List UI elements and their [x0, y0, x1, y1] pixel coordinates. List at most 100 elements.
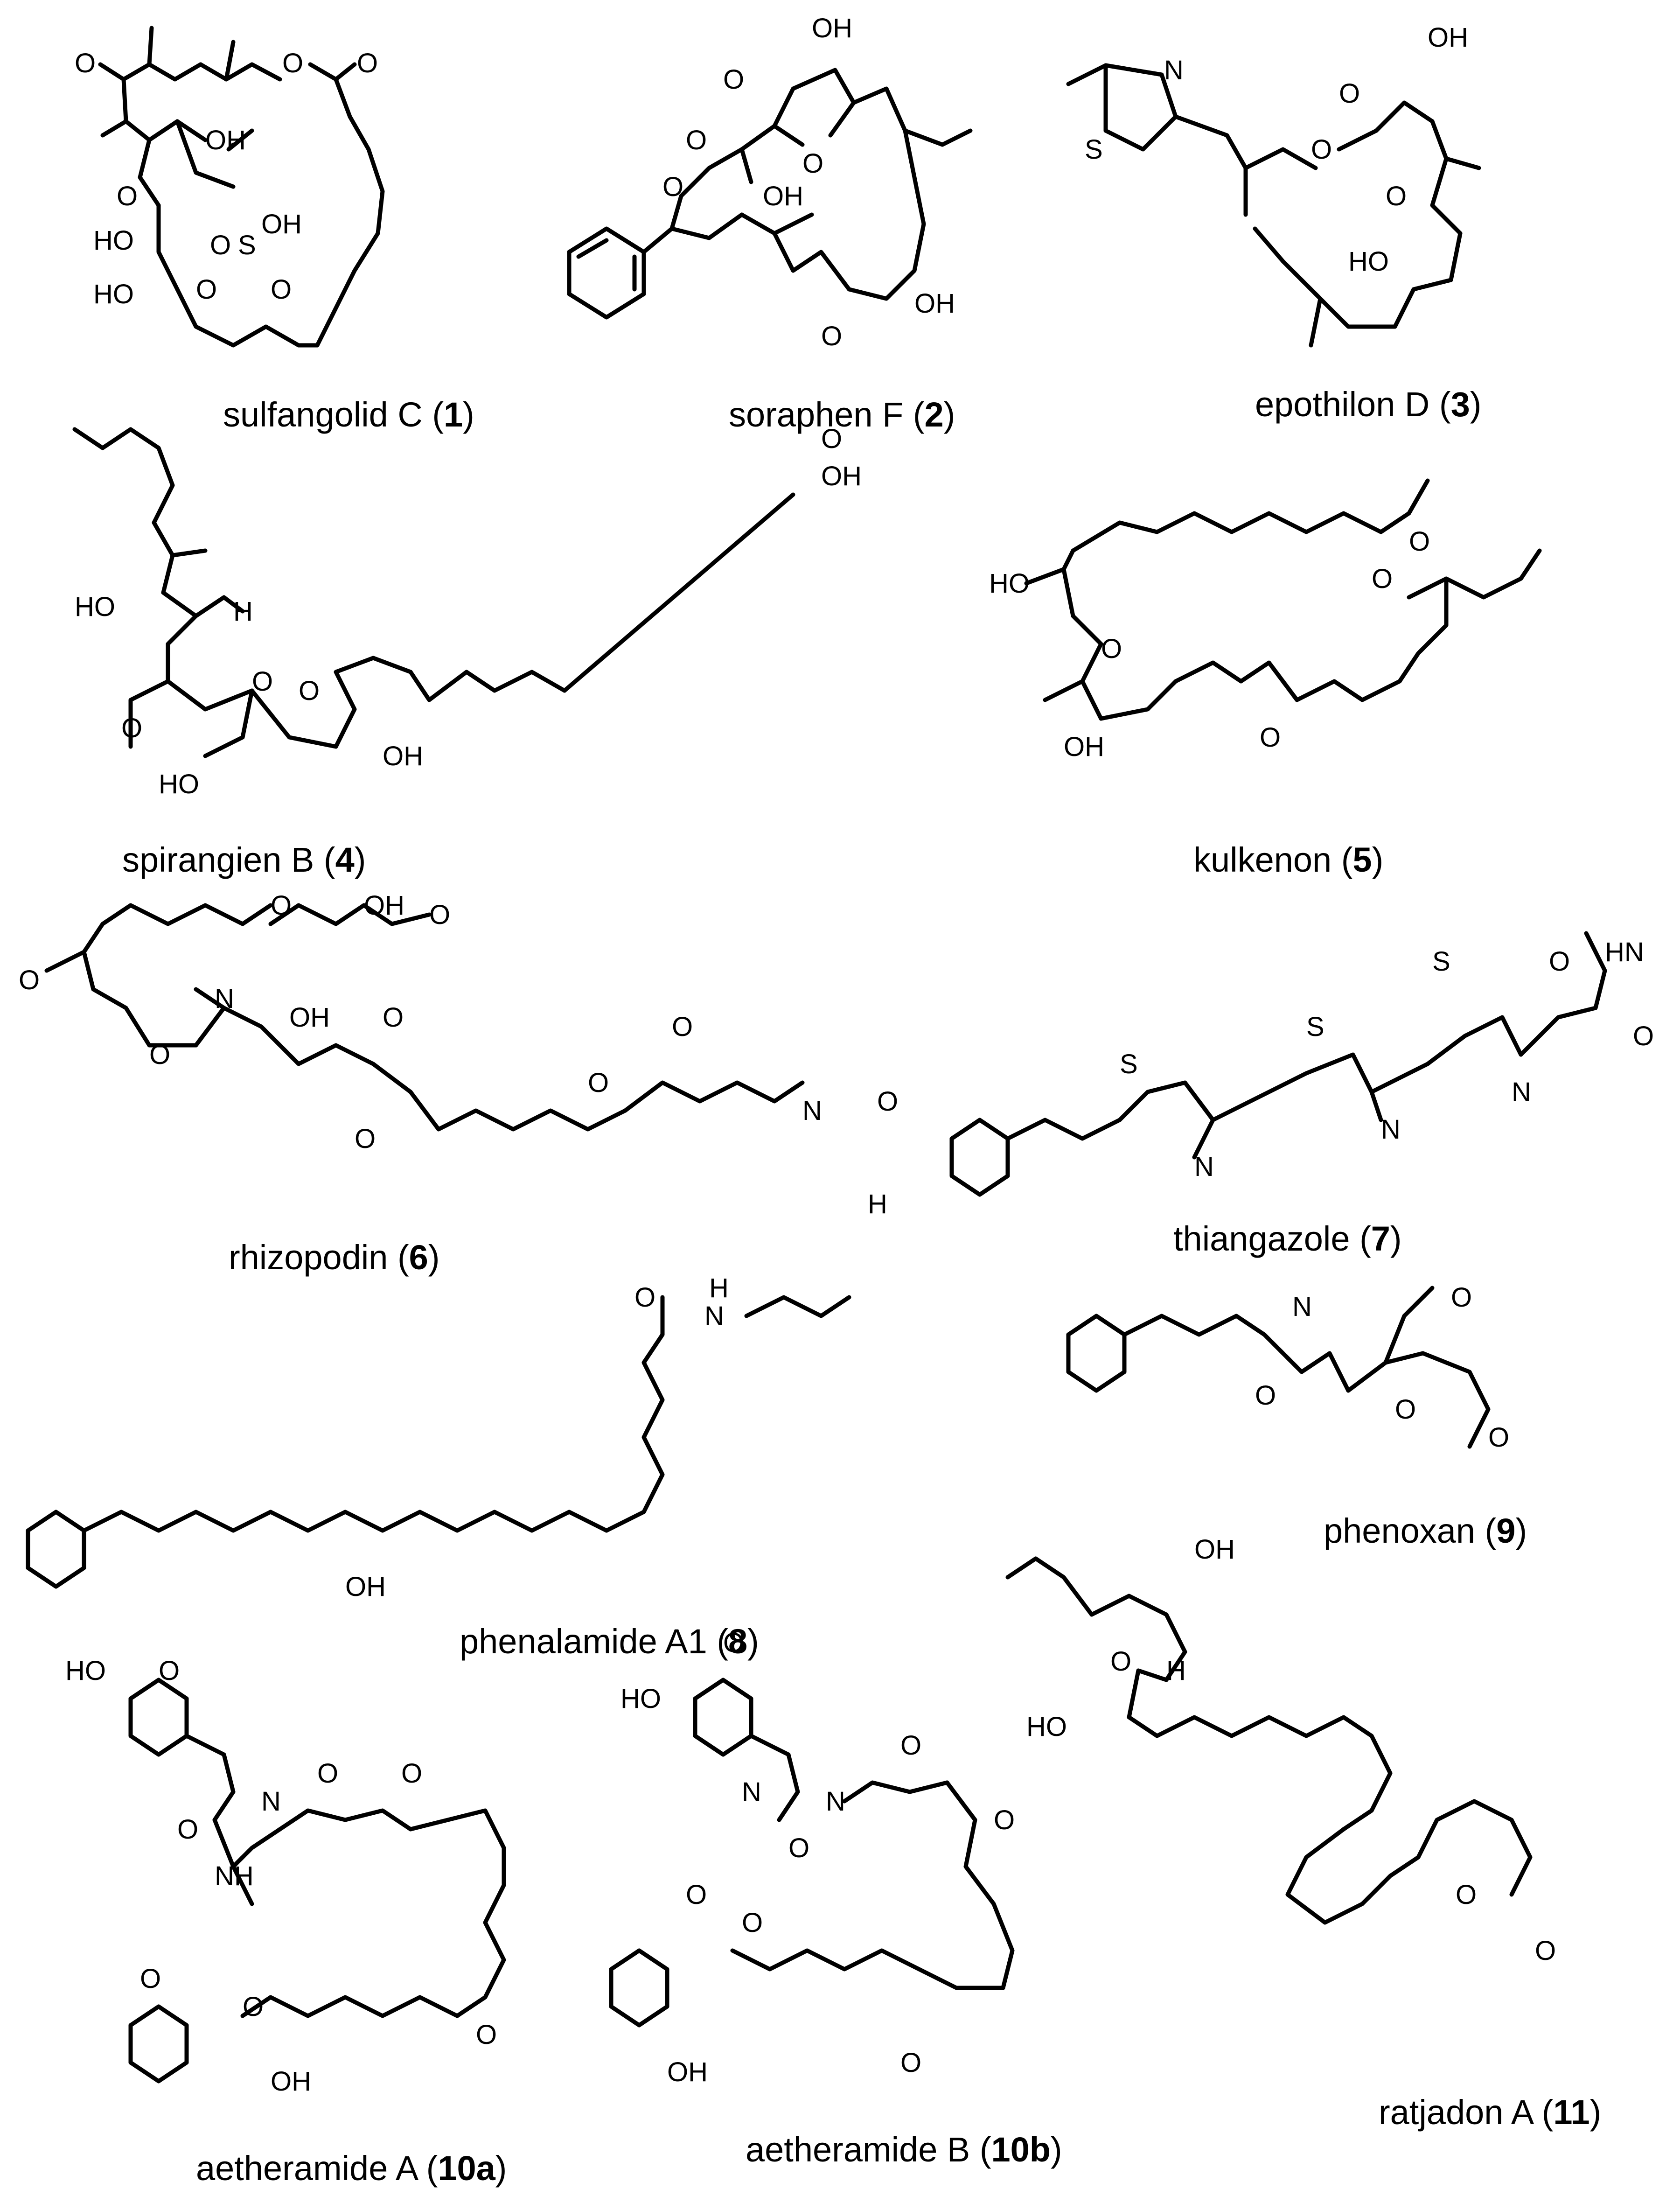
caption-aetheramide-b: aetheramide B (10b) [746, 2130, 1062, 2169]
svg-text:O: O [1311, 134, 1332, 165]
svg-text:S: S [1085, 134, 1103, 165]
svg-text:O: O [588, 1068, 609, 1098]
svg-text:O: O [210, 230, 231, 260]
svg-text:O: O [19, 965, 40, 995]
svg-text:O: O [75, 48, 96, 78]
svg-text:N: N [1194, 1152, 1214, 1182]
caption-ratjadon-a: ratjadon A (11) [1379, 2093, 1602, 2132]
svg-text:O: O [1633, 1021, 1654, 1051]
structure-rhizopodin: O O OH O N O OH O O O O N O H [19, 890, 898, 1219]
svg-text:O: O [243, 1992, 264, 2022]
svg-text:O: O [1386, 181, 1407, 211]
svg-text:O: O [401, 1758, 422, 1789]
caption-kulkenon: kulkenon (5) [1193, 840, 1384, 879]
svg-text:O: O [686, 1880, 707, 1910]
svg-text:O: O [121, 713, 142, 743]
svg-text:O: O [1260, 722, 1281, 753]
structure-soraphen-f: O O OH O O OH OH O [567, 13, 973, 351]
svg-text:O: O [634, 1282, 655, 1313]
svg-text:O: O [1549, 946, 1570, 977]
structure-sulfangolid-c: O O O OH O HO HO O S OH O O [75, 26, 385, 348]
svg-text:O: O [1110, 1646, 1131, 1677]
svg-text:N: N [1292, 1292, 1312, 1322]
svg-text:H: H [868, 1189, 887, 1219]
structure-ratjadon-a: OH O H HO O O [1005, 1534, 1556, 1966]
svg-text:OH: OH [261, 209, 302, 239]
svg-text:O: O [788, 1833, 809, 1863]
svg-text:OH: OH [812, 13, 852, 43]
structure-thiangazole: S N S N S N O HN O [949, 931, 1654, 1197]
svg-text:OH: OH [914, 288, 955, 319]
caption-soraphen-f: soraphen F (2) [729, 395, 955, 434]
svg-text:O: O [994, 1805, 1015, 1835]
svg-text:O: O [821, 424, 842, 454]
svg-text:O: O [252, 666, 273, 697]
svg-text:OH: OH [1428, 22, 1468, 53]
svg-text:O: O [1339, 78, 1360, 109]
svg-text:N: N [802, 1096, 822, 1126]
svg-text:O: O [196, 274, 217, 305]
svg-text:N: N [704, 1301, 724, 1331]
structure-epothilon-d: N S O O OH O HO [1066, 22, 1481, 348]
svg-text:S: S [238, 230, 256, 260]
svg-text:O: O [1488, 1422, 1509, 1453]
svg-text:HO: HO [989, 568, 1030, 599]
svg-text:O: O [723, 64, 744, 95]
structure-phenalamide-a1: OH O H N [26, 1273, 851, 1602]
svg-text:O: O [723, 1628, 744, 1658]
svg-text:O: O [900, 1730, 921, 1761]
svg-text:OH: OH [1194, 1534, 1235, 1565]
svg-text:OH: OH [763, 181, 803, 211]
svg-text:HO: HO [93, 279, 134, 309]
svg-text:O: O [140, 1964, 161, 1994]
svg-text:N: N [261, 1786, 281, 1817]
svg-text:HO: HO [159, 769, 199, 799]
svg-text:N: N [1164, 55, 1184, 85]
svg-text:O: O [877, 1086, 898, 1117]
svg-text:HO: HO [93, 225, 134, 256]
caption-spirangien-b: spirangien B (4) [122, 840, 366, 879]
svg-text:O: O [1451, 1282, 1472, 1313]
svg-text:OH: OH [271, 2066, 311, 2097]
svg-text:O: O [686, 125, 707, 155]
svg-text:O: O [317, 1758, 338, 1789]
svg-text:O: O [900, 2048, 921, 2078]
svg-text:O: O [357, 48, 378, 78]
structure-aetheramide-b: HO O N N O O O O O O OH [609, 1628, 1015, 2087]
svg-text:O: O [1535, 1936, 1556, 1966]
svg-text:HO: HO [1026, 1712, 1067, 1742]
structure-phenoxan: N O O O O [1066, 1282, 1509, 1453]
svg-text:O: O [117, 181, 138, 211]
svg-text:H: H [709, 1273, 729, 1303]
svg-text:HO: HO [620, 1684, 661, 1714]
svg-text:HO: HO [1348, 246, 1389, 277]
svg-text:O: O [1409, 526, 1430, 557]
svg-text:O: O [271, 274, 292, 305]
svg-text:O: O [476, 2020, 497, 2050]
svg-text:O: O [1255, 1380, 1276, 1411]
svg-text:S: S [1306, 1012, 1324, 1042]
svg-text:O: O [429, 900, 450, 930]
svg-text:N: N [1381, 1114, 1401, 1145]
svg-text:O: O [299, 676, 320, 706]
structure-aetheramide-a: HO O O N NH O O O O O OH [65, 1656, 506, 2097]
svg-text:N: N [742, 1777, 761, 1807]
caption-phenalamide-a1: phenalamide A1 (8) [460, 1622, 759, 1661]
svg-text:HN: HN [1605, 937, 1644, 967]
svg-text:OH: OH [205, 125, 246, 155]
svg-text:OH: OH [289, 1002, 330, 1033]
caption-phenoxan: phenoxan (9) [1324, 1511, 1527, 1550]
svg-text:O: O [1372, 564, 1393, 594]
svg-text:O: O [177, 1814, 198, 1845]
svg-text:O: O [1456, 1880, 1477, 1910]
svg-text:OH: OH [667, 2057, 708, 2087]
svg-text:S: S [1120, 1049, 1138, 1079]
caption-rhizopodin: rhizopodin (6) [229, 1238, 440, 1277]
svg-text:O: O [355, 1124, 376, 1154]
svg-text:OH: OH [1064, 732, 1104, 762]
svg-text:O: O [742, 1908, 763, 1938]
svg-text:OH: OH [821, 461, 862, 491]
svg-text:HO: HO [65, 1656, 106, 1686]
structure-spirangien-b: HO H O O HO O OH O OH [72, 424, 862, 799]
caption-aetheramide-a: aetheramide A (10a) [196, 2149, 507, 2188]
